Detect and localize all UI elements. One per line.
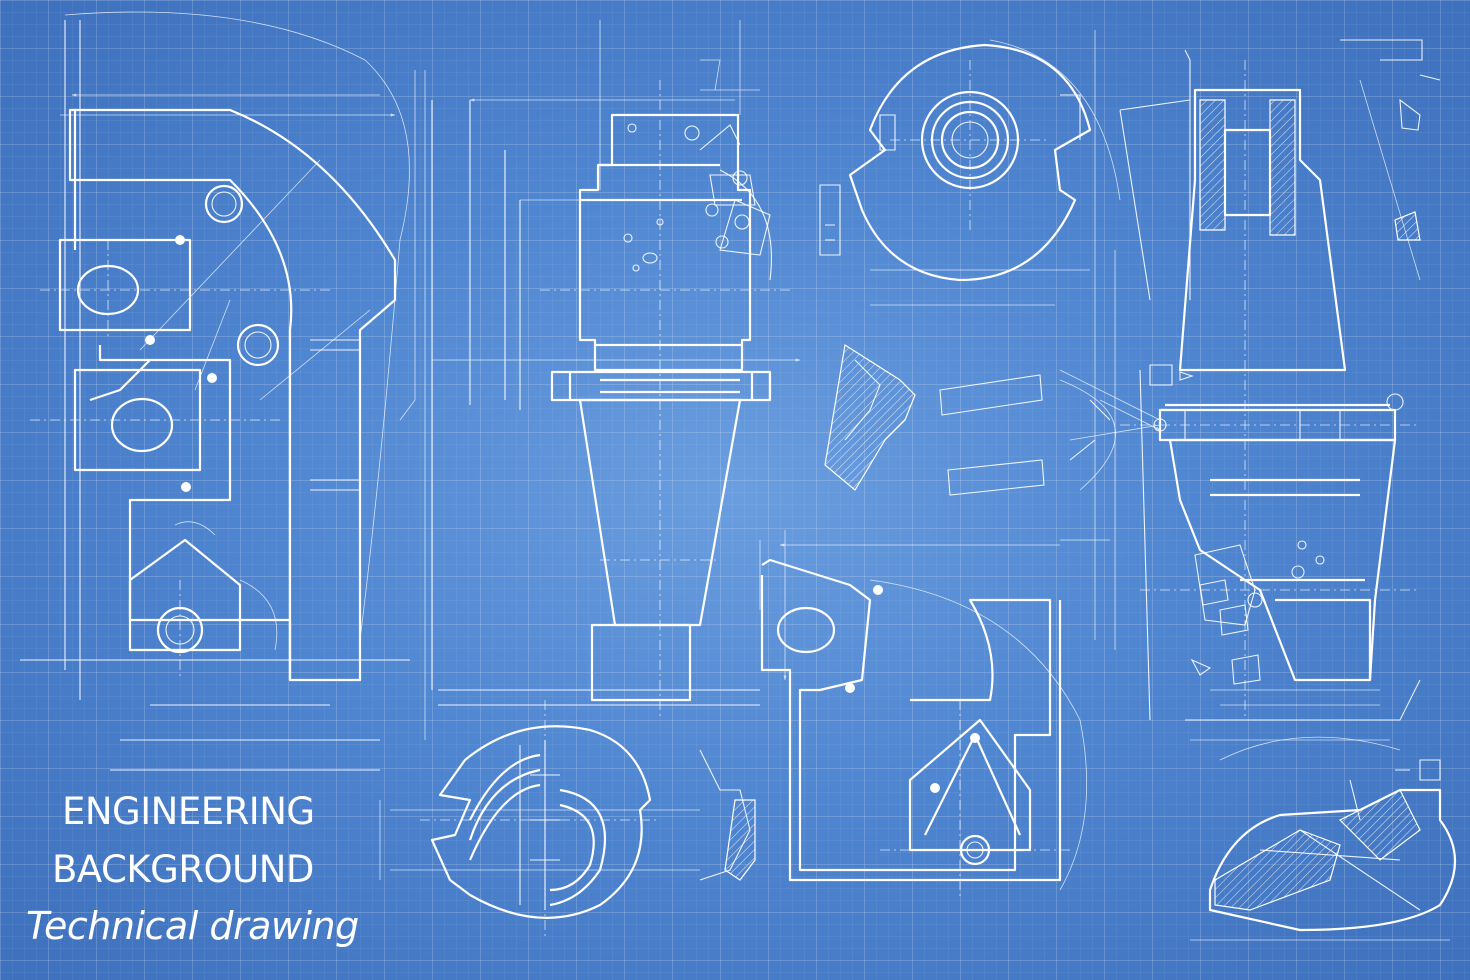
center-shank-drawing bbox=[399, 20, 800, 720]
left-holder-drawing bbox=[20, 11, 410, 771]
bottom-holder-drawing bbox=[760, 530, 1088, 900]
right-holder-drawing bbox=[1059, 39, 1441, 741]
round-cutter-drawing bbox=[819, 39, 1121, 306]
ring-section-drawing bbox=[379, 700, 756, 940]
insert-detail-drawing bbox=[824, 344, 1116, 496]
chuck-section-drawing bbox=[1190, 736, 1457, 941]
dimension-lines bbox=[424, 30, 1116, 740]
